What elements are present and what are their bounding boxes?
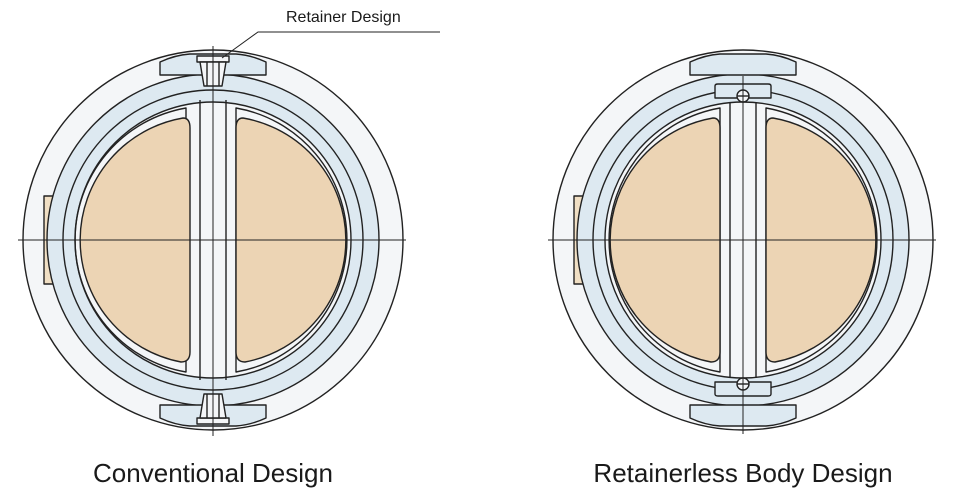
retainerless-design-diagram <box>548 49 936 434</box>
caption-conventional-design: Conventional Design <box>93 458 333 488</box>
caption-retainerless-body-design: Retainerless Body Design <box>593 458 892 488</box>
body-neck-top <box>689 53 797 76</box>
conventional-design-diagram <box>18 31 440 436</box>
retainer-design-callout-label: Retainer Design <box>286 9 401 26</box>
retainer-callout-leader <box>221 31 440 59</box>
